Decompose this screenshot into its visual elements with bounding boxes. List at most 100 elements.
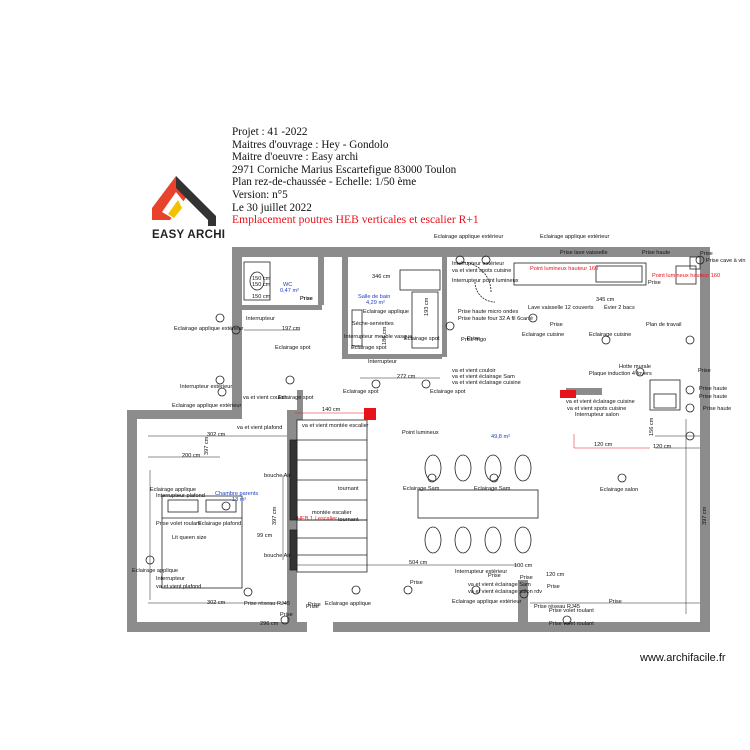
plan-annotation: Prise [547,584,560,590]
beam-measure-1: 140 cm [322,407,341,413]
plan-annotation: va et vient spots cuisine [452,268,511,274]
plan-annotation: Eclairage cuisine [589,332,631,338]
plan-annotation: Interrupteur point lumineux [452,278,519,284]
room-area-wc: 0,47 m² [280,288,299,294]
plan-annotation: Prise volet roulant [549,621,594,627]
plan-annotation: Prise [648,280,661,286]
easy-archi-logo-icon [152,176,216,226]
plan-annotation: Eclairage Sam [474,486,511,492]
plan-annotation: Prise cave à vin [706,258,745,264]
watermark: www.archifacile.fr [640,652,726,664]
plan-annotation: Prise haute [642,250,670,256]
header-line: Maitres d'ouvrage : Hey - Gondolo [232,138,389,151]
plan-annotation: Prise volet roulant [156,521,201,527]
plan-annotation: Plan de travail [646,322,681,328]
plan-annotation: Prise haute four 32 A fil 6carré [458,316,533,322]
plan-annotation: va et vient couloir [243,395,287,401]
electrical-symbols [145,255,705,625]
plan-annotation: Interrupteur [156,576,185,582]
plan-annotation: Prise [300,296,313,302]
plan-annotation: va et vient éclairage cuisine [566,399,635,405]
plan-annotation: va et vient plafond [237,425,282,431]
plan-annotation: Eclairage spot [278,395,314,401]
point-lumineux-sejour: Point lumineux [402,430,439,436]
room-label-sdb: Salle de bain [358,294,390,300]
plan-annotation: Eclairage applique extérieur [452,599,521,605]
plan-annotation: 120 cm [653,444,672,450]
room-area-chambre: 13 m² [232,497,246,503]
kitchen-fixtures [513,256,701,411]
plan-annotation: 150 cm [252,276,271,282]
room-area-sdb: 4,29 m² [366,300,385,306]
plan-annotation: Prise [488,573,501,579]
plan-annotation: Prise volet roulant [549,608,594,614]
heb-beam-1 [560,390,576,398]
plan-annotation: Interrupteur [246,316,275,322]
walls [127,247,710,632]
bathroom-fixtures [243,261,496,349]
plan-annotation: Eclairage spot [430,389,466,395]
plan-annotation: va et vient éclairage Sam [468,582,531,588]
plan-annotation: va et vient éclairage Sam [452,374,515,380]
plan-annotation: Prise lave vaisselle [560,250,608,256]
plan-annotation: Interrupteur plafond [156,493,205,499]
plan-annotation: Évier 2 bacs [604,304,635,311]
plan-annotation: 99 cm [257,533,273,539]
plan-annotation: va et vient couloir [452,368,496,374]
plan-annotation: Lave vaisselle 12 couverts [528,305,594,311]
plan-annotation: Prise [280,612,293,618]
plan-annotation: Interrupteur [368,359,397,365]
plan-annotation: Eclairage spot [343,389,379,395]
plan-annotation: Interrupteur extérieur [452,261,504,267]
plan-annotation: Interrupteur extérieur [180,384,232,390]
plan-annotation: Prise haute micro ondes [458,309,519,315]
plan-annotation: 193 cm [424,297,430,316]
plan-annotation: Interrupteur extérieur [455,569,507,575]
header-line: Version: n°5 [232,188,288,201]
room-label-wc: WC [283,282,292,288]
plan-annotation: Prise haute [703,406,731,412]
plan-annotation: Interrupteur meuble vasque [344,334,412,340]
plan-annotation: Eclairage applique extérieur [434,234,503,240]
plan-annotation: Interrupteur salon [575,412,619,418]
plan-annotation: 186 cm [382,326,388,345]
project-header: Projet : 41 -2022 Maitres d'ouvrage : He… [232,126,479,227]
plan-annotation: 150 cm [252,294,271,300]
plan-annotation: 397 cm [272,506,278,525]
bed [161,495,243,589]
plan-annotation: Eclairage applique extérieur [172,403,241,409]
room-label-chambre: Chambre parents [215,491,258,497]
plan-annotation: Eclairage spot [275,345,311,351]
plan-annotation: va et vient plafond [156,584,201,590]
plan-annotation: Eclairage applique extérieur [540,234,609,240]
plan-annotation: 296 cm [260,621,279,627]
plan-annotation: 504 cm [409,560,428,566]
plan-annotation: 272 cm [397,374,416,380]
plan-annotation: bouche Air [264,553,291,559]
plan-annotation: Séche-serviettes [352,321,394,327]
plan-annotation: Eclairage applique [132,568,178,574]
logo-text: EASY ARCHI [152,229,226,241]
dining-set [417,454,539,554]
plan-annotation: va et vient montée escalier [302,423,369,429]
plan-annotation: bouche Air [264,473,291,479]
plan-annotation: va et vient éclairage salon rdv [468,589,542,595]
plan-annotation: 345 cm [596,297,615,303]
staircase [289,408,376,573]
plan-annotation: Eclairage applique [325,601,371,607]
point-lumineux-1: Point lumineux hauteur 160 [530,266,598,272]
plan-annotation: tournant [338,486,359,492]
plan-annotation: Eclairage Sam [403,486,440,492]
room-area-sejour: 49,8 m² [491,434,510,440]
plan-annotation: Prise [306,604,319,610]
plan-annotation: Eclairage applique [363,309,409,315]
plan-annotation: 346 cm [372,274,391,280]
header-line: Maitre d'oeuvre : Easy archi [232,151,359,164]
plan-annotation: Eclairage applique [150,487,196,493]
header-line: Le 30 juillet 2022 [232,201,312,214]
plan-annotation: Eclairage plafond [198,521,241,527]
plan-annotation: Eclairage salon [600,487,638,493]
plan-labels: WC 0,47 m² Salle de bain 4,29 m² Chambre… [215,266,720,522]
